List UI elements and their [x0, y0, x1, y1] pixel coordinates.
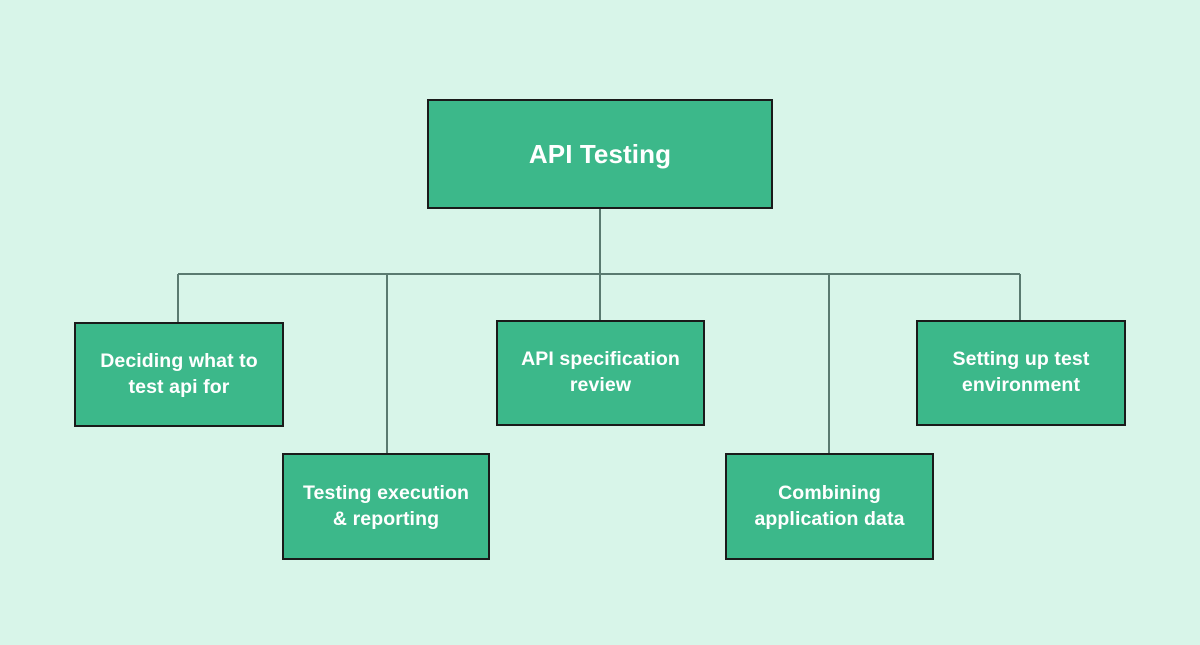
node-api-specification-label: API specification review	[521, 348, 680, 396]
node-setting-up-test-environment[interactable]: Setting up test environment	[916, 320, 1126, 426]
node-testing-execution-reporting[interactable]: Testing execution & reporting	[282, 453, 490, 560]
node-setting-up-label: Setting up test environment	[952, 348, 1090, 396]
node-combining-application-data[interactable]: Combining application data	[725, 453, 934, 560]
node-combining-label: Combining application data	[754, 481, 905, 530]
node-root-api-testing[interactable]: API Testing	[427, 99, 773, 209]
node-deciding-what-to-test[interactable]: Deciding what to test api for	[74, 322, 284, 427]
node-testing-execution-label: Testing execution & reporting	[302, 481, 470, 530]
node-deciding-label: Deciding what to test api for	[100, 349, 258, 398]
node-api-specification-review[interactable]: API specification review	[496, 320, 705, 426]
node-root-label: API Testing	[528, 138, 672, 169]
